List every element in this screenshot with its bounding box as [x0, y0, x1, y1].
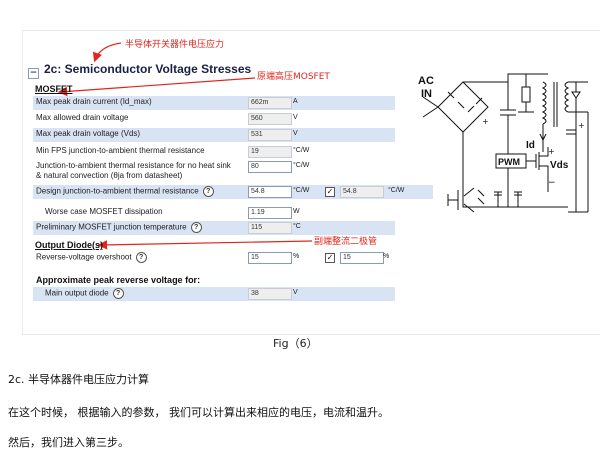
flyback-schematic: AC IN Id PWM Vds + + + − — [418, 73, 589, 213]
paragraph-next-step: 然后，我们进入第三步。 — [8, 436, 129, 449]
row-label: Max peak drain current (Id_max) — [36, 97, 152, 106]
row-reverse-voltage-overshoot: Reverse-voltage overshoot? 15 % ✓ 15 % — [33, 251, 433, 265]
schematic-label-in: IN — [421, 88, 432, 100]
arrow-to-title — [92, 42, 122, 63]
section-title: 2c: Semiconductor Voltage Stresses — [44, 62, 252, 76]
annotation-primary-mosfet: 原端高压MOSFET — [257, 72, 330, 82]
row-label-text: Design junction-to-ambient thermal resis… — [36, 186, 199, 196]
row-label-text: Reverse-voltage overshoot — [36, 252, 132, 262]
schematic-label-id: Id — [526, 140, 535, 151]
schematic-plus-upper: + — [482, 117, 489, 126]
paragraph-body: 在这个时候， 根据输入的参数， 我们可以计算出来相应的电压，电流和温升。 — [8, 406, 389, 419]
reverse-overshoot-input[interactable]: 15 — [248, 252, 292, 264]
schematic-minus-drain: − — [548, 178, 556, 188]
unit-label: V — [293, 130, 298, 137]
reverse-voltage-header: Approximate peak reverse voltage for: — [36, 275, 201, 285]
annotation-semiconductor-stress: 半导体开关器件电压应力 — [125, 40, 225, 50]
row-label: Junction-to-ambient thermal resistance f… — [36, 161, 231, 180]
calculator-panel — [22, 30, 600, 335]
collapse-toggle-button[interactable]: − — [28, 68, 39, 79]
override-unit-label: % — [383, 253, 390, 260]
unit-label: °C/W — [293, 187, 310, 194]
row-label: Main output diode? — [45, 288, 124, 299]
unit-label: A — [293, 98, 298, 105]
unit-label: V — [293, 289, 298, 296]
unit-label: °C/W — [293, 162, 310, 169]
override-value-field[interactable]: 15 — [340, 252, 384, 264]
value-field: 38 — [248, 288, 292, 300]
value-field: 1.19 — [248, 207, 292, 219]
override-value-field: 54.8 — [340, 186, 384, 198]
unit-label: °C/W — [293, 147, 310, 154]
row-no-heatsink-thermal-resistance: Junction-to-ambient thermal resistance f… — [33, 160, 395, 184]
row-label: Design junction-to-ambient thermal resis… — [36, 186, 214, 197]
value-field: 115 — [248, 222, 292, 234]
thermal-resistance-input[interactable]: 80 — [248, 161, 292, 173]
row-label: Min FPS junction-to-ambient thermal resi… — [36, 146, 205, 155]
value-field: 19 — [248, 146, 292, 158]
help-icon[interactable]: ? — [135, 252, 147, 263]
unit-label: % — [293, 253, 300, 260]
row-main-output-diode: Main output diode? 38 V — [33, 287, 395, 301]
override-checkbox[interactable]: ✓ — [325, 253, 335, 263]
help-icon[interactable]: ? — [202, 186, 214, 197]
row-min-fps-thermal-resistance: Min FPS junction-to-ambient thermal resi… — [33, 145, 395, 159]
unit-label: °C — [293, 223, 301, 230]
schematic-label-vds: Vds — [550, 160, 569, 171]
row-design-thermal-resistance: Design junction-to-ambient thermal resis… — [33, 185, 433, 199]
value-field: 560 — [248, 113, 292, 125]
row-worse-case-dissipation: Worse case MOSFET dissipation 1.19 W — [33, 206, 395, 220]
schematic-label-pwm: PWM — [498, 157, 520, 167]
schematic-label-ac: AC — [418, 75, 434, 87]
row-max-peak-drain-voltage: Max peak drain voltage (Vds) 531 V — [33, 128, 395, 142]
arrow-to-mosfet — [57, 77, 256, 97]
unit-label: W — [293, 208, 300, 215]
help-icon[interactable]: ? — [190, 222, 202, 233]
annotation-secondary-diode: 副端整流二极管 — [314, 237, 378, 247]
row-label: Preliminary MOSFET junction temperature? — [36, 222, 202, 233]
row-label-text: Preliminary MOSFET junction temperature — [36, 222, 187, 232]
schematic-plus-drain: + — [548, 147, 555, 156]
value-field: 531 — [248, 129, 292, 141]
schematic-plus-lower: + — [578, 121, 585, 130]
row-label: Worse case MOSFET dissipation — [45, 207, 163, 216]
override-unit-label: °C/W — [388, 187, 405, 194]
output-diode-group-header: Output Diode(s) — [35, 240, 103, 250]
row-max-allowed-drain-voltage: Max allowed drain voltage 560 V — [33, 112, 395, 126]
help-icon[interactable]: ? — [112, 288, 124, 299]
value-field: 662m — [248, 97, 292, 109]
row-label-text: Main output diode — [45, 288, 109, 298]
row-label: Max peak drain voltage (Vds) — [36, 129, 141, 138]
paragraph-heading: 2c. 半导体器件电压应力计算 — [8, 373, 150, 386]
row-junction-temperature: Preliminary MOSFET junction temperature?… — [33, 221, 395, 235]
design-thermal-resistance-input[interactable]: 54.8 — [248, 186, 292, 198]
unit-label: V — [293, 114, 298, 121]
override-checkbox[interactable]: ✓ — [325, 187, 335, 197]
figure-caption: Fig（6） — [273, 337, 318, 350]
row-max-peak-drain-current: Max peak drain current (Id_max) 662m A — [33, 96, 395, 110]
row-label: Reverse-voltage overshoot? — [36, 252, 147, 263]
row-label: Max allowed drain voltage — [36, 113, 129, 122]
arrow-to-diode — [97, 240, 313, 250]
mosfet-group-header: MOSFET — [35, 84, 73, 94]
